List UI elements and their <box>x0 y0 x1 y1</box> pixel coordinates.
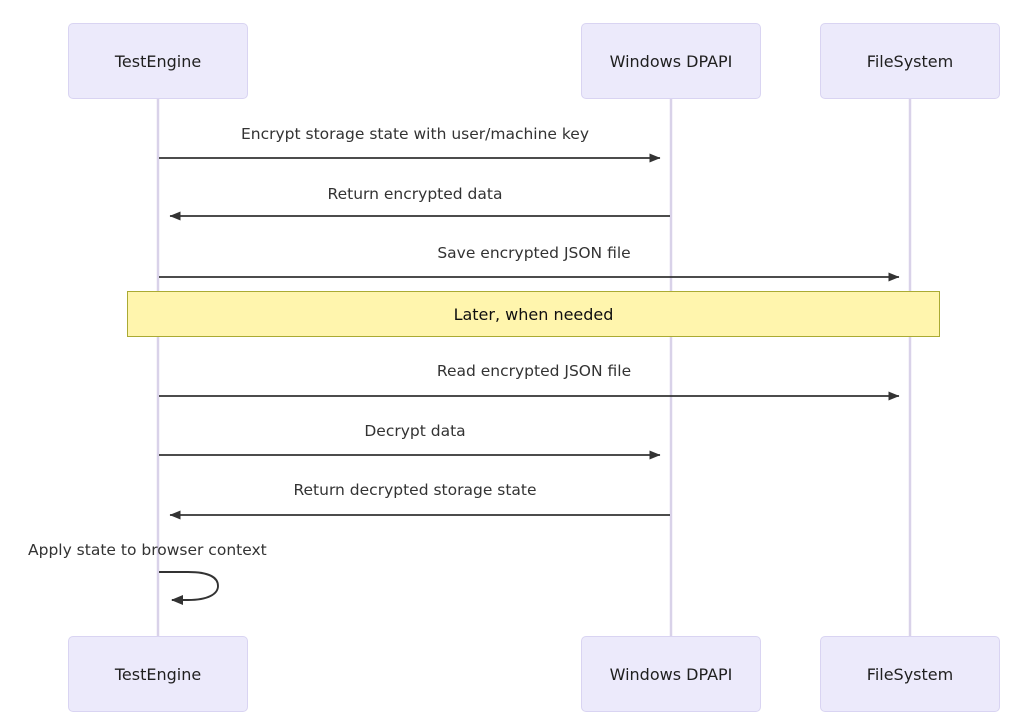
participant-label-windows-dpapi-top: Windows DPAPI <box>609 51 733 71</box>
self-message-label-apply-state-to-browser-context: Apply state to browser context <box>28 541 267 559</box>
participant-label-testengine-bottom: TestEngine <box>114 664 202 684</box>
message-label-return-encrypted-data: Return encrypted data <box>327 185 503 203</box>
note-label: Later, when needed <box>453 304 614 324</box>
participant-label-testengine-top: TestEngine <box>114 51 202 71</box>
participant-box-testengine-top[interactable]: TestEngine <box>68 23 248 99</box>
participant-box-testengine-bottom[interactable]: TestEngine <box>68 636 248 712</box>
message-label-save-encrypted-json-file: Save encrypted JSON file <box>437 244 631 262</box>
message-label-read-encrypted-json-file: Read encrypted JSON file <box>436 362 632 380</box>
message-label-encrypt-storage-state: Encrypt storage state with user/machine … <box>240 125 590 143</box>
message-arrows <box>159 153 900 520</box>
message-label-decrypt-data: Decrypt data <box>364 422 466 440</box>
lifelines <box>156 99 912 636</box>
participant-label-windows-dpapi-bottom: Windows DPAPI <box>609 664 733 684</box>
participant-box-windows-dpapi-top[interactable]: Windows DPAPI <box>581 23 761 99</box>
participant-box-windows-dpapi-bottom[interactable]: Windows DPAPI <box>581 636 761 712</box>
self-message-loop <box>159 571 219 605</box>
participant-box-filesystem-top[interactable]: FileSystem <box>820 23 1000 99</box>
note-box-later-when-needed: Later, when needed <box>127 291 940 337</box>
message-label-return-decrypted-storage-state: Return decrypted storage state <box>293 481 537 499</box>
participant-label-filesystem-top: FileSystem <box>866 51 954 71</box>
participant-box-filesystem-bottom[interactable]: FileSystem <box>820 636 1000 712</box>
self-loop-path <box>159 571 219 605</box>
participant-label-filesystem-bottom: FileSystem <box>866 664 954 684</box>
